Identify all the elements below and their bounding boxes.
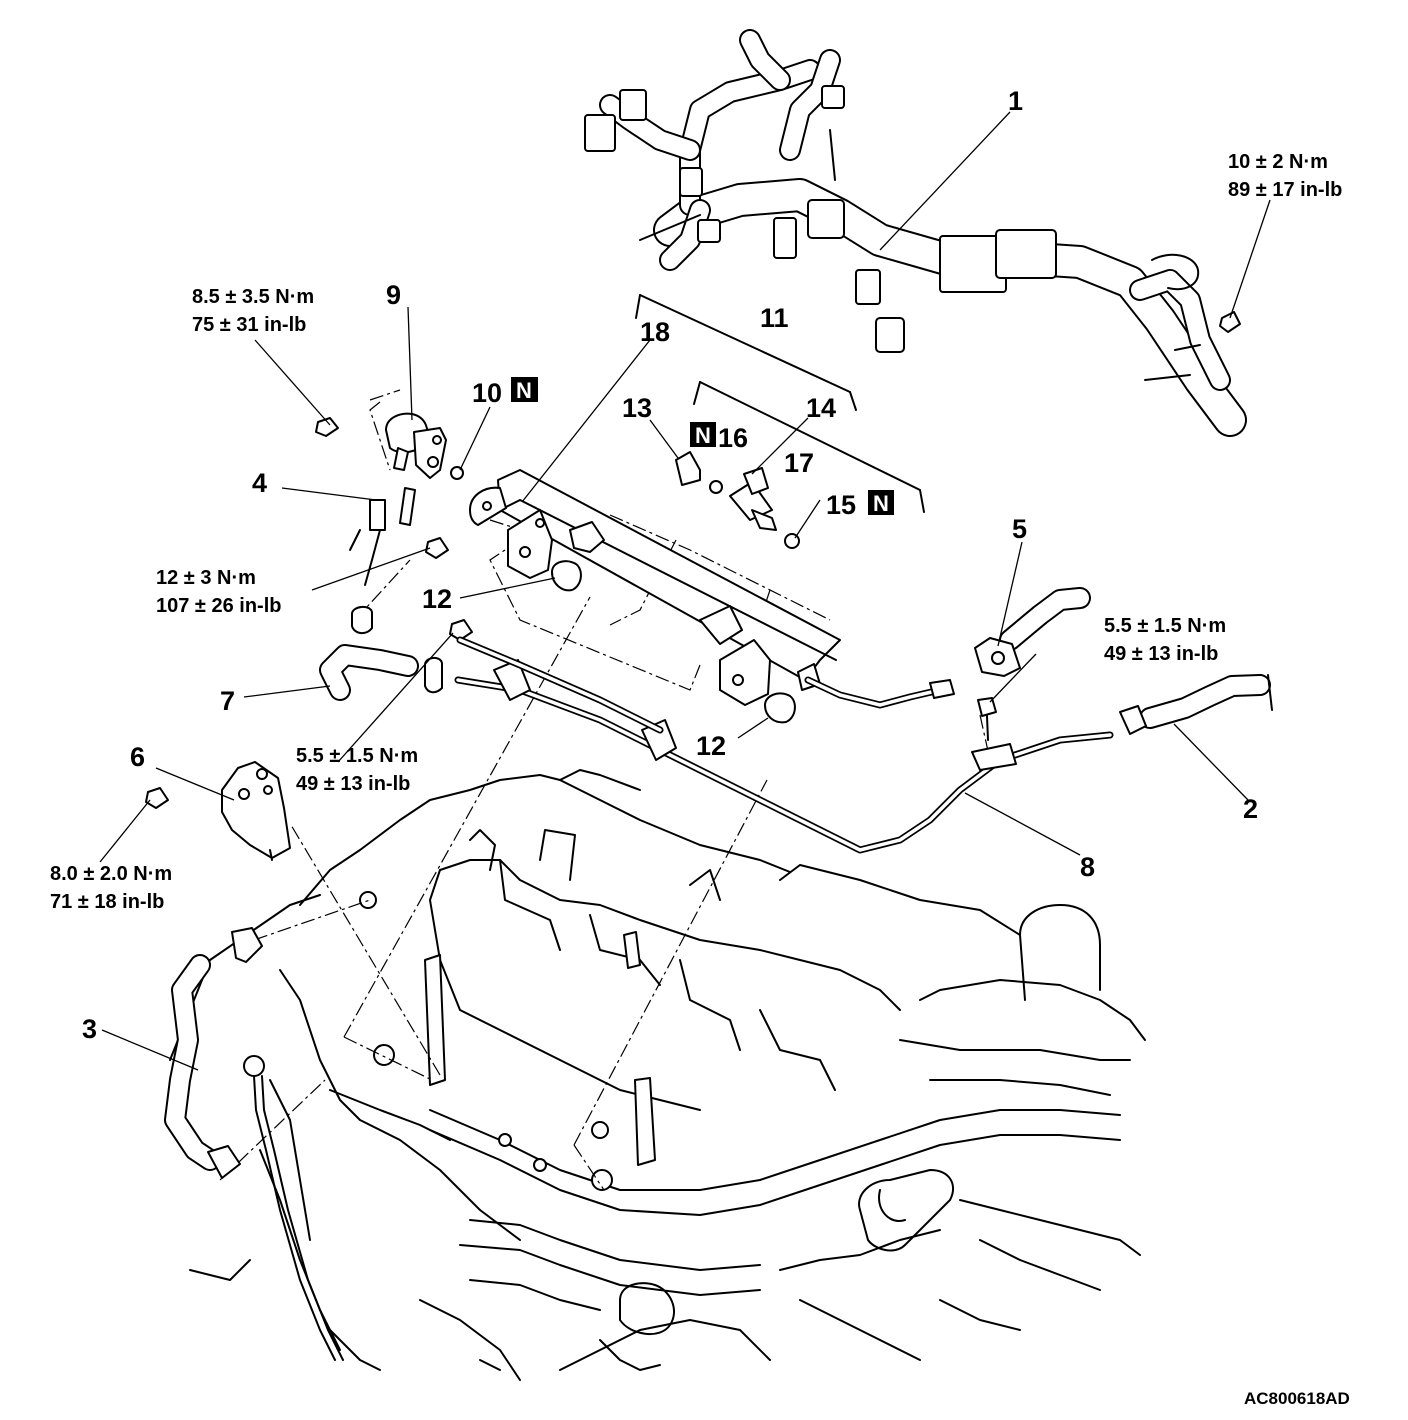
part-2-hose — [1119, 674, 1273, 735]
new-part-mark-10: N — [511, 377, 538, 403]
callout-9: 9 — [386, 280, 401, 310]
torque-specs: 10 ± 2 N·m 89 ± 17 in-lb 8.5 ± 3.5 N·m 7… — [50, 151, 1342, 913]
torque-pipe-bolt-inlb: 49 ± 13 in-lb — [296, 773, 410, 795]
callout-13: 13 — [622, 393, 652, 423]
torque-pipe-bolt-nm: 5.5 ± 1.5 N·m — [296, 745, 418, 767]
callout-10: 10 — [472, 378, 502, 408]
torque-part5-bolt-nm: 5.5 ± 1.5 N·m — [1104, 615, 1226, 637]
callout-8: 8 — [1080, 852, 1095, 882]
part-7-hose — [319, 644, 419, 701]
part-3-hose — [164, 927, 263, 1179]
part-8-pipe — [454, 636, 1114, 854]
torque-part9-bolt-inlb: 75 ± 31 in-lb — [192, 314, 306, 336]
callout-5: 5 — [1012, 514, 1027, 544]
svg-text:N: N — [873, 491, 889, 516]
torque-part9-bolt-nm: 8.5 ± 3.5 N·m — [192, 286, 314, 308]
callout-18: 18 — [640, 317, 670, 347]
svg-text:N: N — [516, 378, 532, 403]
fasteners — [145, 311, 1241, 809]
new-part-marks: N N N — [511, 377, 894, 516]
torque-part5-bolt-inlb: 49 ± 13 in-lb — [1104, 643, 1218, 665]
new-part-mark-15: N — [868, 490, 894, 516]
callout-12-lower: 12 — [696, 731, 726, 761]
injector-assembly — [675, 451, 800, 549]
torque-rail-bolt-nm: 12 ± 3 N·m — [156, 567, 256, 589]
callout-11: 11 — [760, 303, 789, 333]
part-5-connector — [974, 587, 1091, 677]
torque-bracket-bolt-nm: 8.0 ± 2.0 N·m — [50, 863, 172, 885]
part-9-valve — [349, 412, 447, 586]
callout-4: 4 — [252, 468, 267, 498]
part-6-bracket — [221, 761, 291, 861]
callout-6: 6 — [130, 742, 145, 772]
callout-7: 7 — [220, 686, 235, 716]
callout-12-upper: 12 — [422, 584, 452, 614]
callout-labels: 1 9 11 18 10 13 14 16 17 15 4 5 12 7 12 … — [82, 86, 1258, 1044]
callout-14: 14 — [806, 393, 836, 423]
group-brackets — [635, 294, 925, 513]
svg-text:N: N — [695, 423, 711, 448]
torque-rail-bolt-inlb: 107 ± 26 in-lb — [156, 595, 281, 617]
callout-3: 3 — [82, 1014, 97, 1044]
drawing-code: AC800618AD — [1244, 1389, 1350, 1408]
callout-15: 15 — [826, 490, 856, 520]
leader-lines — [99, 111, 1271, 1071]
callout-17: 17 — [784, 448, 814, 478]
callout-1: 1 — [1008, 86, 1023, 116]
torque-harness-bolt-inlb: 89 ± 17 in-lb — [1228, 179, 1342, 201]
callout-2: 2 — [1243, 794, 1258, 824]
torque-bracket-bolt-inlb: 71 ± 18 in-lb — [50, 891, 164, 913]
fuel-rail — [469, 469, 955, 724]
injector-harness — [584, 29, 1247, 437]
new-part-mark-16: N — [690, 422, 716, 448]
callout-16: 16 — [718, 423, 748, 453]
engine-assembly — [169, 769, 1146, 1381]
torque-harness-bolt-nm: 10 ± 2 N·m — [1228, 151, 1328, 173]
